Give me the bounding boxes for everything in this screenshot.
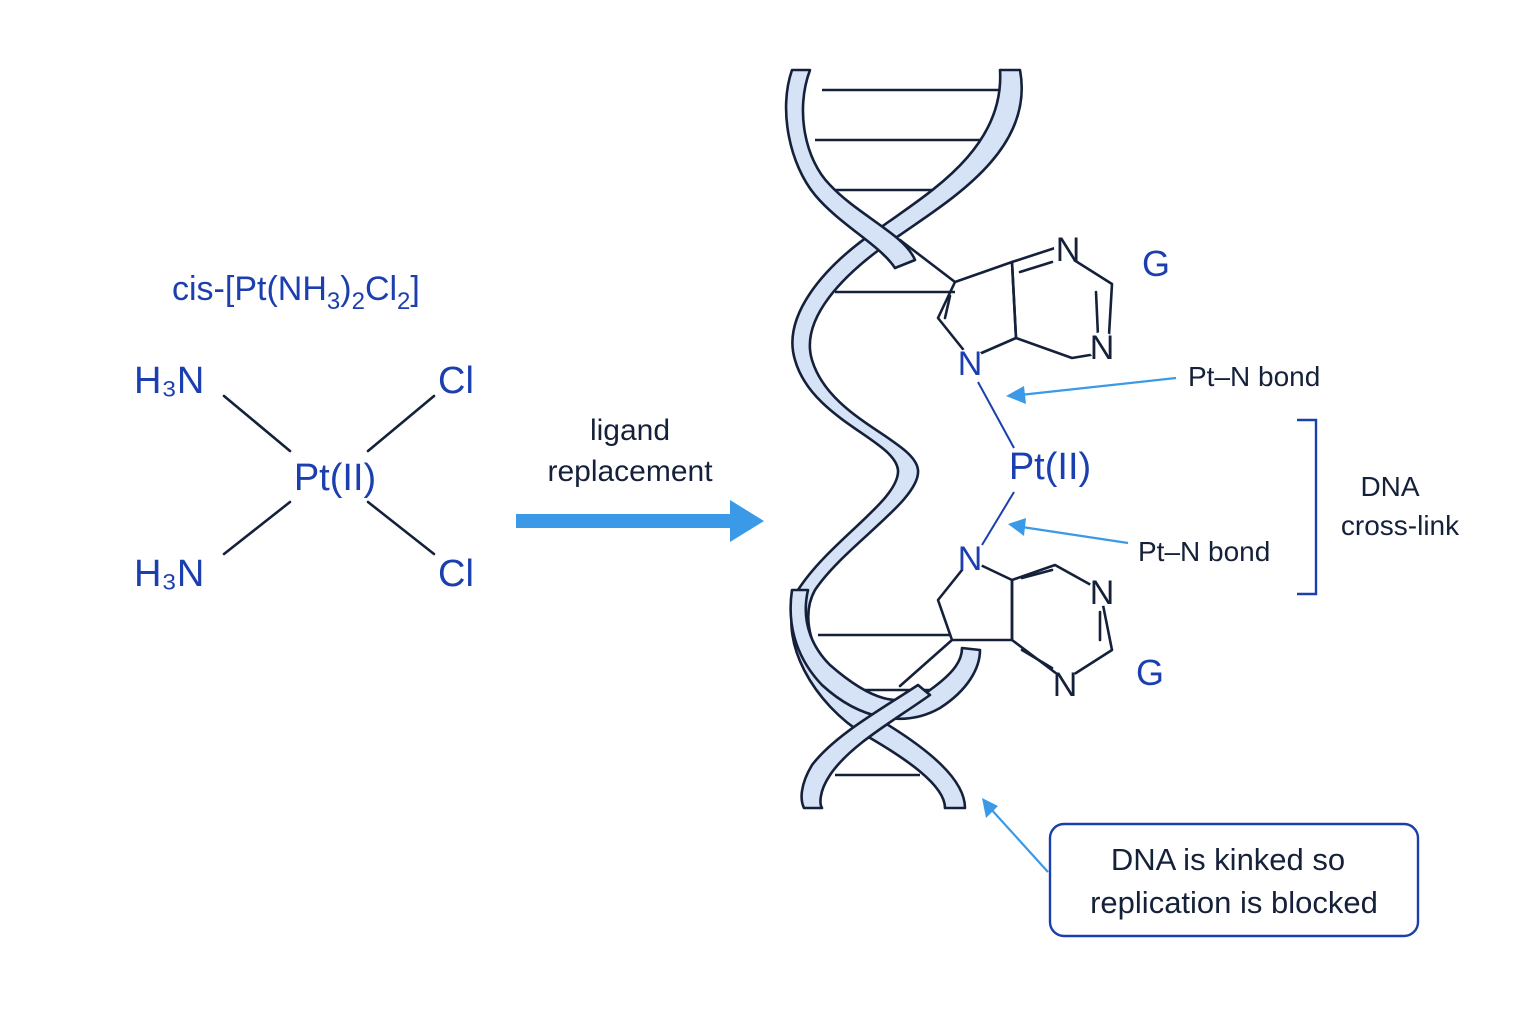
callout-arrowhead-top <box>1006 386 1026 404</box>
nitrogen-label: N <box>1056 231 1081 269</box>
kink-callout-arrowhead <box>982 798 998 818</box>
dna-helix: N N N G N N N G Pt(II) <box>784 68 1170 810</box>
pt-center-label: Pt(II) <box>1009 446 1091 488</box>
callout-arrowhead-bottom <box>1008 518 1026 536</box>
reaction-arrow-head <box>730 500 764 542</box>
bond-pt-cl-bottom <box>366 500 436 556</box>
pt-n-bond-label-top: Pt–N bond <box>1188 361 1320 392</box>
base-label-bottom: G <box>1136 652 1164 693</box>
reaction-arrow-shaft <box>516 514 736 528</box>
n-mask <box>1051 670 1079 698</box>
kink-callout-line <box>989 807 1049 873</box>
double-bond <box>1020 648 1054 670</box>
base-label-top: G <box>1142 243 1170 284</box>
callout-arrow-bottom <box>1021 525 1129 545</box>
platinum-center: Pt(II) <box>294 457 376 499</box>
kink-note-line2: replication is blocked <box>1090 885 1378 920</box>
cisplatin-structure: cis-[Pt(NH3)2Cl2] H₃N Cl H₃N Cl Pt(II) <box>134 270 474 595</box>
double-bond <box>943 294 952 320</box>
bond-pt-nh3-bottom <box>222 500 292 556</box>
dna-strand-b <box>784 68 917 270</box>
n-mask <box>956 544 984 572</box>
guanine-top: N N N G <box>898 231 1170 383</box>
crosslink-label-line1: DNA <box>1360 471 1419 502</box>
annotations: Pt–N bond Pt–N bond DNA cross-link DNA i… <box>982 361 1460 938</box>
crosslink-label-line2: cross-link <box>1341 510 1460 541</box>
pt-n-bond-bottom <box>981 491 1015 546</box>
ligand-cl-bottom: Cl <box>438 553 474 595</box>
reaction-arrow-group: ligand replacement <box>516 414 764 542</box>
dna-strand-b-lower <box>789 588 982 721</box>
double-bond <box>1020 568 1054 580</box>
n-mask <box>1088 332 1116 360</box>
nitrogen-label: N <box>1090 329 1115 367</box>
glycosidic-bond-top <box>898 238 957 284</box>
ligand-cl-top: Cl <box>438 360 474 402</box>
guanine-top-five-ring <box>936 260 1018 360</box>
n-mask <box>1054 234 1082 262</box>
pt-n-bond-label-bottom: Pt–N bond <box>1138 536 1270 567</box>
guanine-bottom-five-ring <box>936 558 1014 642</box>
kink-note-line1: DNA is kinked so <box>1111 842 1345 877</box>
callout-arrow-top <box>1019 376 1177 397</box>
nitrogen-bound-label: N <box>958 345 983 383</box>
glycosidic-bond-bottom <box>898 638 954 688</box>
pt-n-bond-top <box>977 381 1015 449</box>
double-bond <box>1094 290 1100 338</box>
guanine-bottom: N N N G <box>898 540 1164 704</box>
ligand-nh3-top: H₃N <box>134 360 204 402</box>
bond-pt-cl-top <box>366 394 436 453</box>
dna-strand-a <box>790 68 1023 810</box>
dna-strand-b-bottom <box>800 683 932 810</box>
n-mask <box>956 348 984 376</box>
double-bond <box>1018 260 1054 274</box>
nitrogen-bound-label: N <box>958 540 983 578</box>
n-mask <box>1088 578 1116 606</box>
nitrogen-label: N <box>1053 666 1078 704</box>
pt-crosslink: Pt(II) <box>977 381 1091 546</box>
arrow-label-line1: ligand <box>590 414 670 447</box>
crosslink-bracket <box>1297 418 1318 596</box>
ligand-nh3-bottom: H₃N <box>134 553 204 595</box>
nitrogen-label: N <box>1090 574 1115 612</box>
kink-note-box <box>1048 822 1420 938</box>
bond-pt-nh3-top <box>222 394 292 453</box>
base-pair-rungs <box>815 88 1005 777</box>
guanine-bottom-six-ring <box>1010 563 1114 682</box>
arrow-label-line2: replacement <box>547 455 713 488</box>
complex-formula: cis-[Pt(NH3)2Cl2] <box>172 270 420 315</box>
